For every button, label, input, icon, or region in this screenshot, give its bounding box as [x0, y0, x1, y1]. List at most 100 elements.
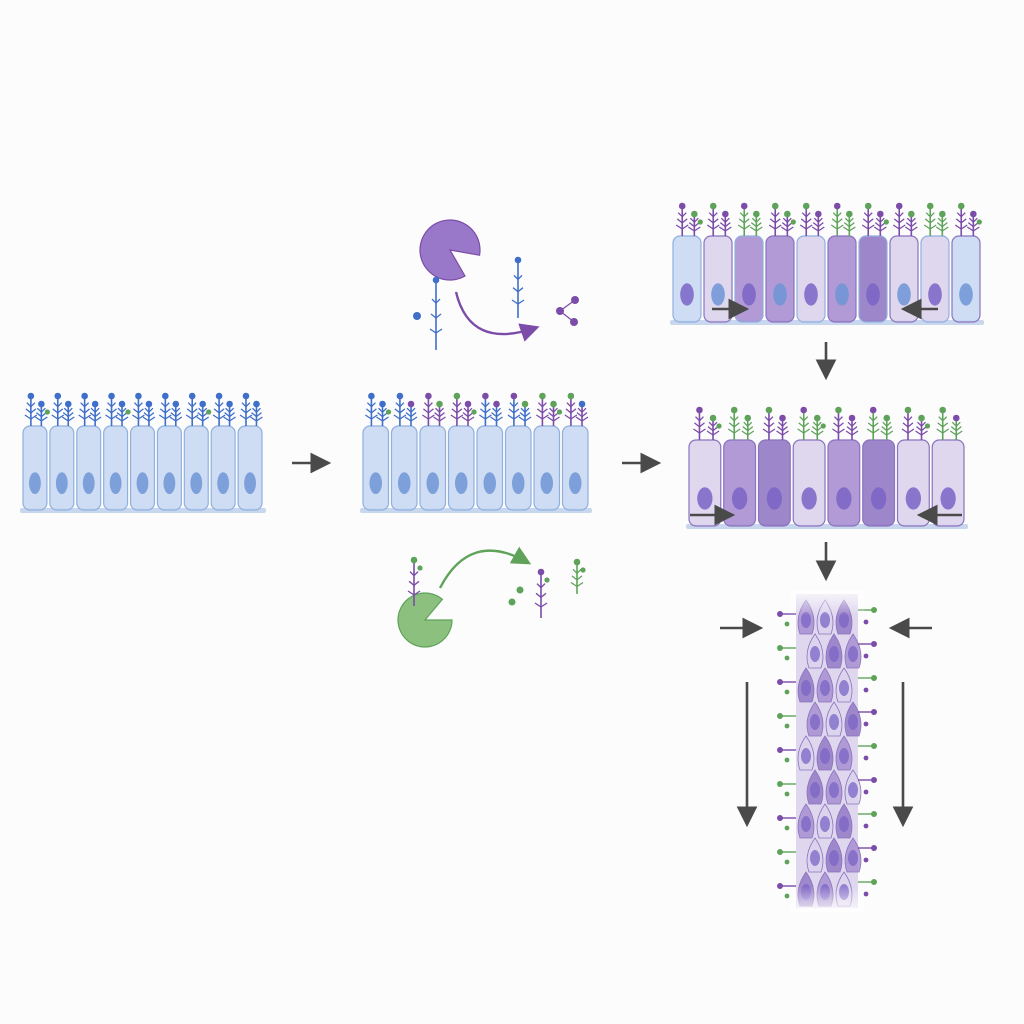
glycan-branch: [53, 402, 59, 408]
glycan-branch: [693, 428, 700, 434]
glycan-branch: [30, 402, 36, 408]
glycan-branch: [966, 226, 974, 232]
glycan-terminal-sugar: [396, 392, 404, 400]
epithelial-cell: [688, 439, 722, 527]
glycan-branch: [148, 412, 155, 418]
glycan-branch: [62, 412, 69, 418]
glycan-branch: [811, 226, 819, 232]
glycan-branch: [57, 408, 64, 414]
glycan-terminal-sugar: [521, 400, 529, 408]
glycan-chain: [196, 400, 212, 426]
glycan-branch: [910, 226, 918, 232]
glycan-side-sugar: [784, 689, 790, 695]
cell-nucleus: [163, 472, 176, 495]
glycan-branch: [902, 422, 909, 428]
glycan-branch: [191, 414, 199, 420]
glycan-branch: [800, 218, 807, 224]
glycan-branch: [848, 226, 856, 232]
glycan-branch: [164, 414, 172, 420]
glycan-branch: [774, 224, 782, 230]
glycan-chain: [564, 392, 578, 426]
glycan-branch: [768, 422, 775, 428]
glycan-terminal-sugar: [379, 400, 386, 408]
glycan-branch: [26, 402, 32, 408]
epithelial-cell: [183, 425, 209, 511]
glycan-branch: [817, 217, 823, 223]
glycan-branch: [867, 422, 874, 428]
glycan-branch: [862, 218, 869, 224]
glycan-branch: [955, 430, 963, 436]
glycan-branch: [572, 568, 578, 574]
glycan-branch: [910, 222, 917, 228]
epithelial-cell: [210, 425, 236, 511]
glycan-branch: [496, 416, 503, 422]
glycan-chain: [511, 256, 525, 318]
glycan-chain: [239, 392, 253, 426]
glycan-branch: [138, 408, 144, 414]
glycan-branch: [955, 426, 962, 432]
cell-nucleus: [697, 487, 713, 510]
glycan-branch: [256, 416, 263, 422]
glycan-branch: [571, 575, 578, 581]
cell-nucleus: [369, 472, 383, 495]
glycan-branch: [519, 412, 526, 418]
glycan-branch: [921, 430, 928, 436]
cell-nucleus: [866, 283, 880, 306]
glycan-branch: [160, 402, 166, 408]
cell-nucleus: [870, 487, 887, 510]
glycan-branch: [742, 426, 749, 432]
glycan-branch: [967, 222, 974, 228]
glycan-branch: [169, 416, 177, 422]
glycan-branch: [116, 412, 123, 418]
glycan-terminal-sugar: [871, 641, 877, 647]
glycan-chain: [429, 276, 443, 350]
glycan-side-sugar: [883, 219, 889, 225]
glycan-branch: [30, 414, 38, 420]
glycan-chain: [575, 400, 589, 426]
glycan-branch: [898, 212, 904, 218]
glycan-terminal-sugar: [537, 568, 545, 576]
glycan-branch: [706, 430, 714, 436]
glycan-branch: [675, 224, 683, 230]
glycan-branch: [452, 402, 458, 408]
glycan-branch: [175, 407, 181, 413]
glycan-branch: [394, 408, 401, 414]
glycan-branch: [553, 416, 560, 422]
cell-nucleus: [109, 472, 122, 495]
glycan-branch: [34, 416, 42, 422]
glycan-terminal-sugar: [464, 400, 472, 408]
glycan-branch: [245, 402, 251, 408]
glycan-branch: [941, 217, 947, 223]
basement-membrane: [360, 508, 592, 513]
glycan-branch: [40, 416, 48, 422]
glycan-terminal-sugar: [833, 202, 841, 210]
glycan-branch: [956, 212, 962, 218]
glycan-chain: [212, 392, 226, 426]
glycan-chain: [51, 392, 65, 426]
glycan-branch: [681, 212, 687, 218]
cell-nucleus: [766, 487, 783, 510]
glycan-branch: [422, 414, 429, 420]
glycan-terminal-sugar: [871, 709, 877, 715]
glycan-terminal-sugar: [510, 392, 518, 400]
glycan-branch: [805, 212, 811, 218]
glycan-branch: [880, 430, 888, 436]
glycan-terminal-sugar: [91, 400, 99, 408]
tube-glycans-left: [777, 781, 796, 797]
glycan-terminal-sugar: [779, 414, 786, 422]
glycan-branch: [570, 408, 577, 414]
glycan-branch: [509, 402, 515, 408]
glycan-branch: [535, 592, 542, 598]
glycan-terminal-sugar: [765, 406, 773, 414]
glycan-branch: [770, 212, 776, 218]
glycan-side-sugar: [976, 219, 982, 225]
glycan-branch: [925, 212, 931, 218]
glycan-branch: [365, 414, 372, 420]
glycan-side-sugar: [863, 755, 869, 761]
glycan-branch: [836, 224, 844, 230]
epithelial-cell: [672, 235, 702, 323]
glycan-chain: [693, 406, 706, 440]
glycan-branch: [681, 218, 688, 224]
glycan-branch: [712, 212, 718, 218]
glycan-chain: [832, 406, 845, 440]
